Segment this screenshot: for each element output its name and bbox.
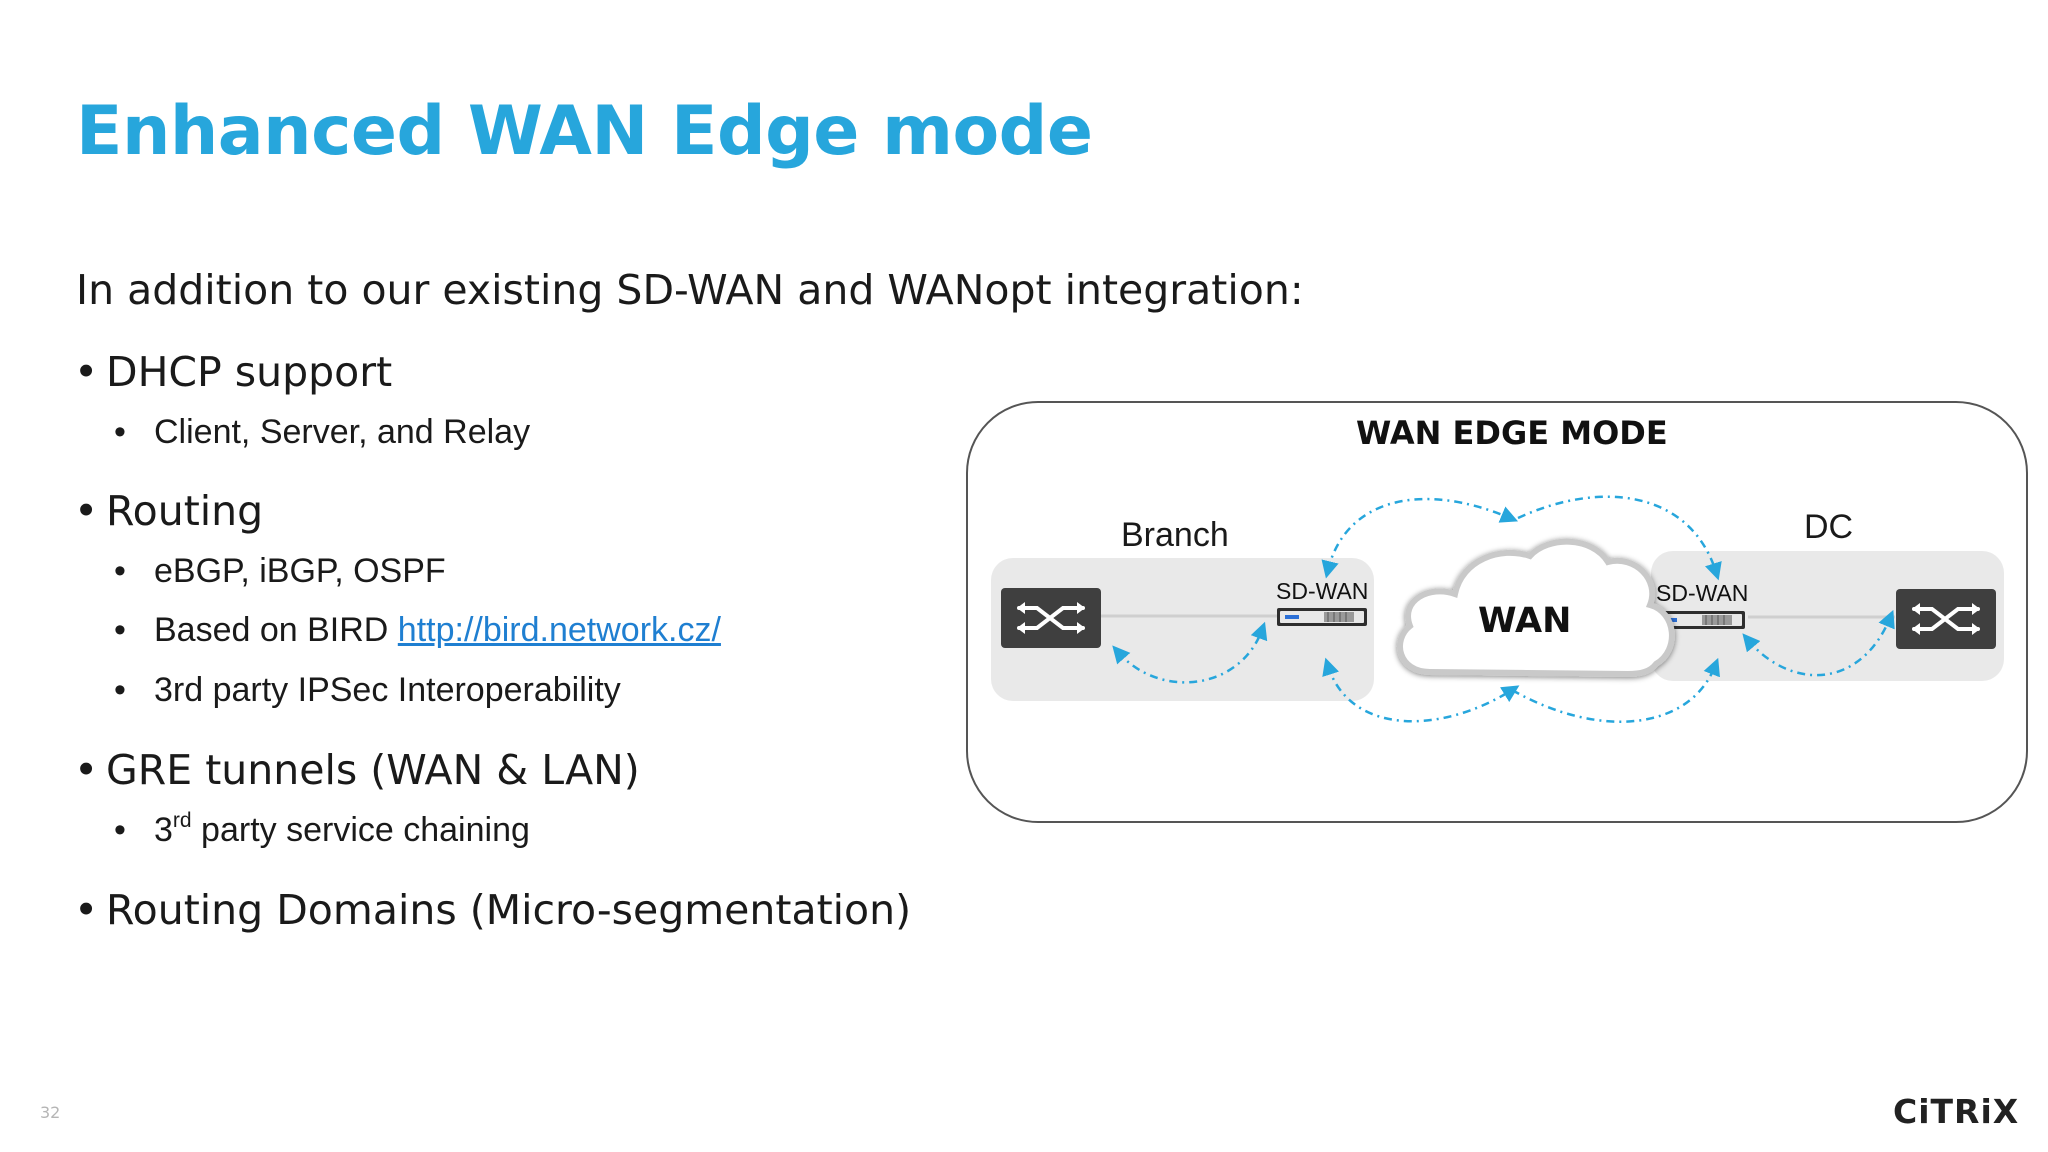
bullet-routing-domains: •Routing Domains (Micro-segmentation) (74, 886, 911, 934)
subbullet-dhcp-modes: • Client, Server, and Relay (114, 413, 530, 452)
bullet-dot: • (114, 671, 126, 709)
bullet-text: Routing (106, 487, 264, 535)
subbullet-number: 3 (154, 811, 173, 849)
dc-label: DC (1804, 508, 1854, 546)
bullet-dot: • (74, 487, 99, 535)
diagram-title: WAN EDGE MODE (1356, 414, 1668, 452)
subbullet-text: eBGP, iBGP, OSPF (154, 552, 446, 590)
sdwan-left-label: SD-WAN (1276, 578, 1369, 604)
subbullet-ipsec: • 3rd party IPSec Interoperability (114, 671, 621, 710)
sdwan-appliance-icon (1276, 606, 1368, 628)
bullet-dot: • (114, 611, 126, 649)
switch-icon (1001, 588, 1101, 648)
sdwan-right-label: SD-WAN (1656, 580, 1749, 606)
bullet-routing: •Routing (74, 487, 263, 535)
bullet-text: GRE tunnels (WAN & LAN) (106, 746, 640, 794)
bullet-dot: • (114, 811, 126, 849)
intro-text: In addition to our existing SD-WAN and W… (76, 266, 1304, 314)
bullet-dot: • (114, 413, 126, 451)
subbullet-protocols: • eBGP, iBGP, OSPF (114, 552, 446, 591)
bullet-gre: •GRE tunnels (WAN & LAN) (74, 746, 640, 794)
subbullet-text: party service chaining (191, 811, 530, 849)
wan-label: WAN (1478, 601, 1572, 641)
bullet-text: Routing Domains (Micro-segmentation) (106, 886, 912, 934)
sdwan-appliance-icon (1654, 609, 1746, 631)
bullet-dot: • (114, 552, 126, 590)
bullet-dot: • (74, 886, 99, 934)
subbullet-chaining: • 3rd party service chaining (114, 809, 530, 850)
subbullet-text: 3rd party IPSec Interoperability (154, 671, 621, 709)
subbullet-bird: • Based on BIRD http://bird.network.cz/ (114, 611, 721, 650)
citrix-logo: CiTRiX (1893, 1092, 2020, 1131)
switch-icon (1896, 589, 1996, 649)
bullet-dot: • (74, 746, 99, 794)
slide-title: Enhanced WAN Edge mode (76, 92, 1093, 171)
page-number: 32 (40, 1103, 61, 1122)
bullet-text: DHCP support (106, 348, 393, 396)
branch-label: Branch (1121, 516, 1229, 554)
bullet-dhcp: •DHCP support (74, 348, 392, 396)
bullet-dot: • (74, 348, 99, 396)
superscript-rd: rd (172, 809, 192, 832)
subbullet-text: Based on BIRD (154, 611, 398, 649)
bird-link[interactable]: http://bird.network.cz/ (397, 611, 721, 649)
subbullet-text: Client, Server, and Relay (154, 413, 531, 451)
